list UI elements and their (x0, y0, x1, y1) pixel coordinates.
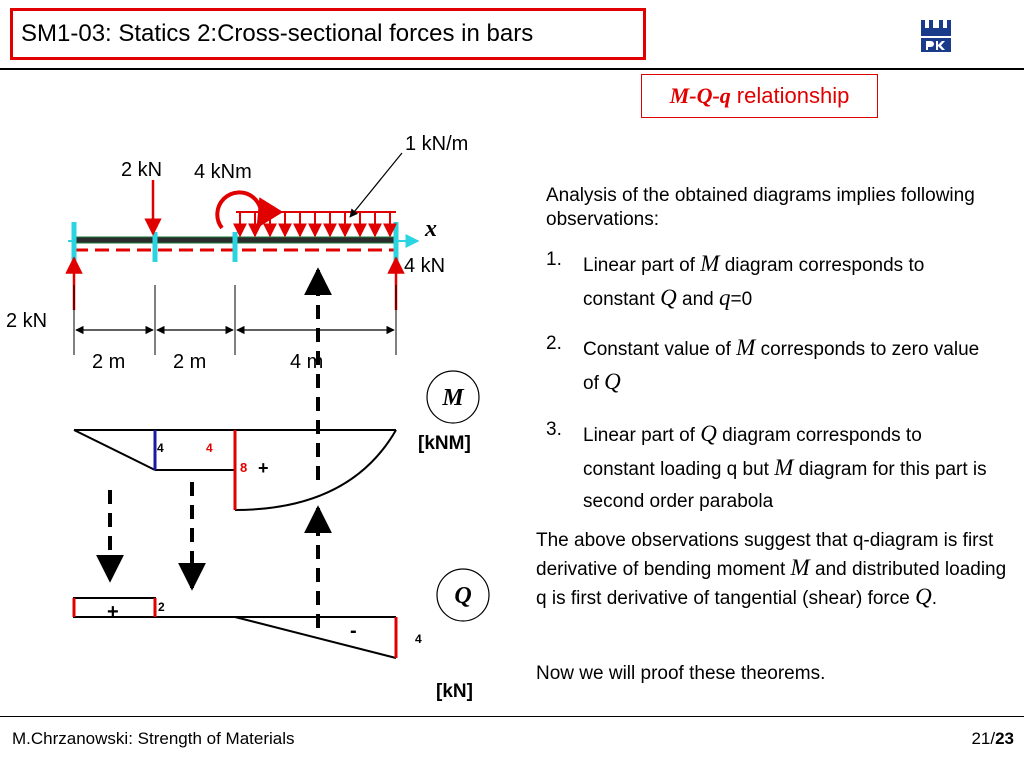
point-force-label: 2 kN (121, 159, 162, 181)
moment-value-3: 8 (240, 460, 247, 475)
symbol-q: Q (604, 369, 621, 394)
dimension-lines (73, 285, 397, 355)
observation-text: diagram for this part is second order pa… (583, 459, 987, 512)
university-logo-icon (918, 18, 954, 54)
observation-text: corresponds to zero value of (583, 339, 980, 394)
beam-diagram: 1 kN/m 2 kN 4 kNm x 4 kN 2 kN 2 m 2 m 4 … (6, 133, 490, 702)
page-total: 23 (995, 729, 1014, 748)
page-current: 21/ (971, 729, 996, 748)
observation-number: 2. (546, 333, 562, 354)
slide-title: SM1-03: Statics 2:Cross-sectional forces… (21, 20, 534, 47)
right-reaction-label: 4 kN (404, 255, 445, 277)
relationship-box: M-Q-q relationship (641, 74, 878, 118)
shear-value-2: 4 (415, 632, 422, 646)
symbol-m: M (700, 251, 720, 276)
observation-text: diagram corresponds to constant (583, 255, 925, 310)
moment-value-2: 4 (206, 441, 213, 455)
page-number: 21/23 (971, 729, 1014, 749)
proof-statement: Now we will proof these theorems. (536, 663, 826, 684)
shear-symbol: Q (454, 583, 471, 609)
distributed-load (233, 152, 403, 238)
observation-text: Linear part of (583, 425, 701, 446)
observation-number: 3. (546, 419, 562, 440)
symbol-m: M (736, 335, 756, 360)
footer-divider (0, 716, 1024, 717)
moment-diagram (73, 429, 397, 511)
shear-value-1: 2 (158, 600, 165, 614)
conclusion-text: . (931, 588, 938, 609)
distributed-load-label: 1 kN/m (405, 133, 468, 155)
shear-sign-negative: - (350, 620, 357, 642)
symbol-q: Q (660, 285, 677, 310)
shear-sign-positive: + (107, 601, 119, 623)
moment-arrow (215, 190, 284, 230)
moment-unit: [kNM] (418, 433, 471, 454)
footer-author: M.Chrzanowski: Strength of Materials (12, 729, 295, 748)
span-3-label: 4 m (290, 351, 323, 373)
conclusion-text: and distributed loading q is first deriv… (536, 559, 1007, 609)
observations-intro: Analysis of the obtained diagrams implie… (546, 185, 975, 230)
observation-text: and (676, 289, 719, 310)
observation-text: diagram corresponds to constant loading … (583, 425, 922, 480)
observation-text: =0 (730, 289, 753, 310)
symbol-q-load: q (719, 285, 731, 310)
symbol-m: M (790, 555, 810, 580)
observation-text: Constant value of (583, 339, 737, 360)
moment-label: 4 kNm (194, 161, 252, 183)
moment-value-1: 4 (157, 441, 164, 455)
x-axis-label: x (424, 216, 437, 242)
observation-text: Linear part of (583, 255, 701, 276)
symbol-q: Q (700, 421, 717, 446)
observation-number: 1. (546, 249, 562, 270)
moment-symbol-circle (426, 370, 480, 424)
symbol-q: Q (915, 584, 932, 609)
moment-symbol: M (441, 385, 465, 411)
beam (68, 222, 420, 262)
span-1-label: 2 m (92, 351, 125, 373)
shear-symbol-circle (436, 568, 490, 622)
symbol-m: M (774, 455, 794, 480)
slide-title-box: SM1-03: Statics 2:Cross-sectional forces… (10, 8, 646, 60)
left-reaction-label: 2 kN (6, 310, 47, 332)
shear-diagram (72, 597, 398, 659)
relationship-symbols: M-Q-q (669, 83, 731, 108)
header-divider (0, 68, 1024, 70)
conclusion-text: The above observations suggest that q-di… (536, 530, 994, 580)
shear-unit: [kN] (436, 681, 473, 702)
conclusion-paragraph: The above observations suggest that q-di… (536, 527, 1014, 612)
relation-arrows (96, 267, 332, 628)
relationship-label: relationship (736, 83, 850, 108)
span-2-label: 2 m (173, 351, 206, 373)
moment-sign: + (258, 458, 269, 478)
